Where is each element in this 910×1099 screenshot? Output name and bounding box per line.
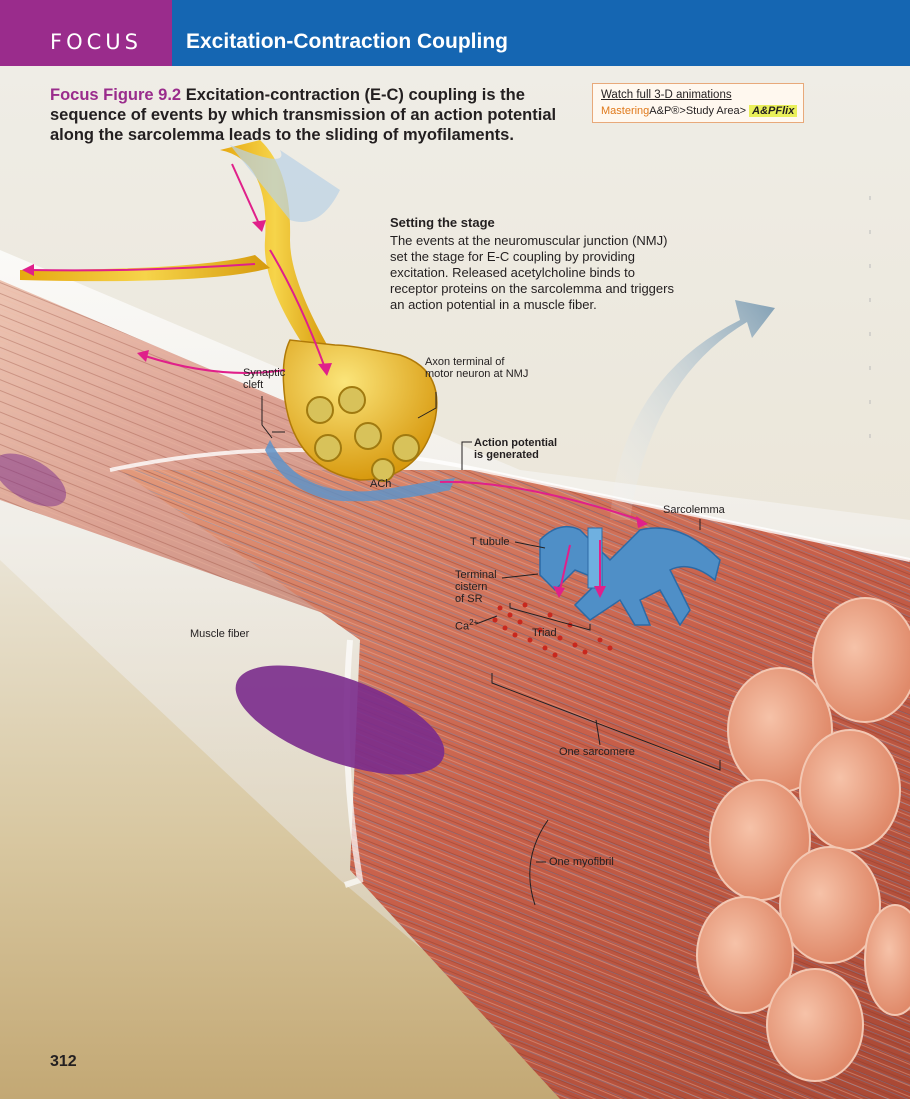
motor-end-plate — [265, 440, 455, 502]
page-number: 312 — [50, 1053, 77, 1070]
label-action-potential: Action potential is generated — [474, 437, 558, 461]
caption-text: Excitation-contraction (E-C) coupling is… — [50, 86, 557, 144]
header-bar: FOCUS Excitation-Contraction Coupling — [0, 0, 910, 66]
muscle-fiber-illustration — [0, 140, 910, 1099]
label-t-tubule: T tubule — [470, 536, 510, 548]
synaptic-vesicles — [306, 386, 420, 482]
figure-label: Focus Figure 9.2 — [50, 86, 182, 104]
label-axon-terminal: Axon terminal of motor neuron at NMJ — [425, 356, 529, 380]
label-leaders — [261, 392, 721, 906]
label-sarcolemma: Sarcolemma — [663, 504, 725, 516]
label-synaptic-cleft: Synaptic cleft — [243, 367, 286, 391]
myofibril-ends — [696, 597, 910, 1082]
label-ca: Ca2+ — [455, 617, 478, 633]
animations-box[interactable]: Watch full 3-D animations MasteringA&P®>… — [592, 83, 804, 123]
axon — [220, 140, 330, 350]
action-potential-arrows — [29, 163, 641, 591]
focus-tag: FOCUS — [0, 0, 172, 66]
label-terminal-cistern: Terminal cistern of SR — [455, 569, 497, 605]
mastering-brand: Mastering — [601, 105, 650, 117]
animations-link[interactable]: Watch full 3-D animations — [601, 89, 732, 101]
figure-caption: Focus Figure 9.2 Excitation-contraction … — [50, 85, 570, 145]
label-ca-text: Ca — [455, 620, 470, 633]
label-ach: ACh — [370, 478, 392, 490]
axon-branch — [20, 255, 270, 282]
setting-stage-body: The events at the neuromuscular junction… — [390, 233, 674, 312]
t-tubule-sr — [539, 525, 721, 627]
setting-stage-title: Setting the stage — [390, 215, 495, 230]
page-title: Excitation-Contraction Coupling — [172, 0, 910, 66]
calcium-ions — [492, 602, 613, 658]
apflix-logo: A&PFlix — [749, 105, 798, 117]
mastering-path: MasteringA&P®>Study Area> A&PFlix — [601, 105, 798, 117]
zoom-arrow — [610, 300, 775, 520]
label-ca-sup: 2+ — [469, 618, 479, 627]
label-one-sarcomere: One sarcomere — [559, 746, 635, 758]
label-triad: Triad — [532, 627, 557, 639]
label-one-myofibril: One myofibril — [549, 856, 614, 868]
label-muscle-fiber: Muscle fiber — [190, 628, 250, 640]
nucleus — [235, 665, 445, 775]
mastering-path-text: A&P®>Study Area> — [649, 105, 747, 117]
